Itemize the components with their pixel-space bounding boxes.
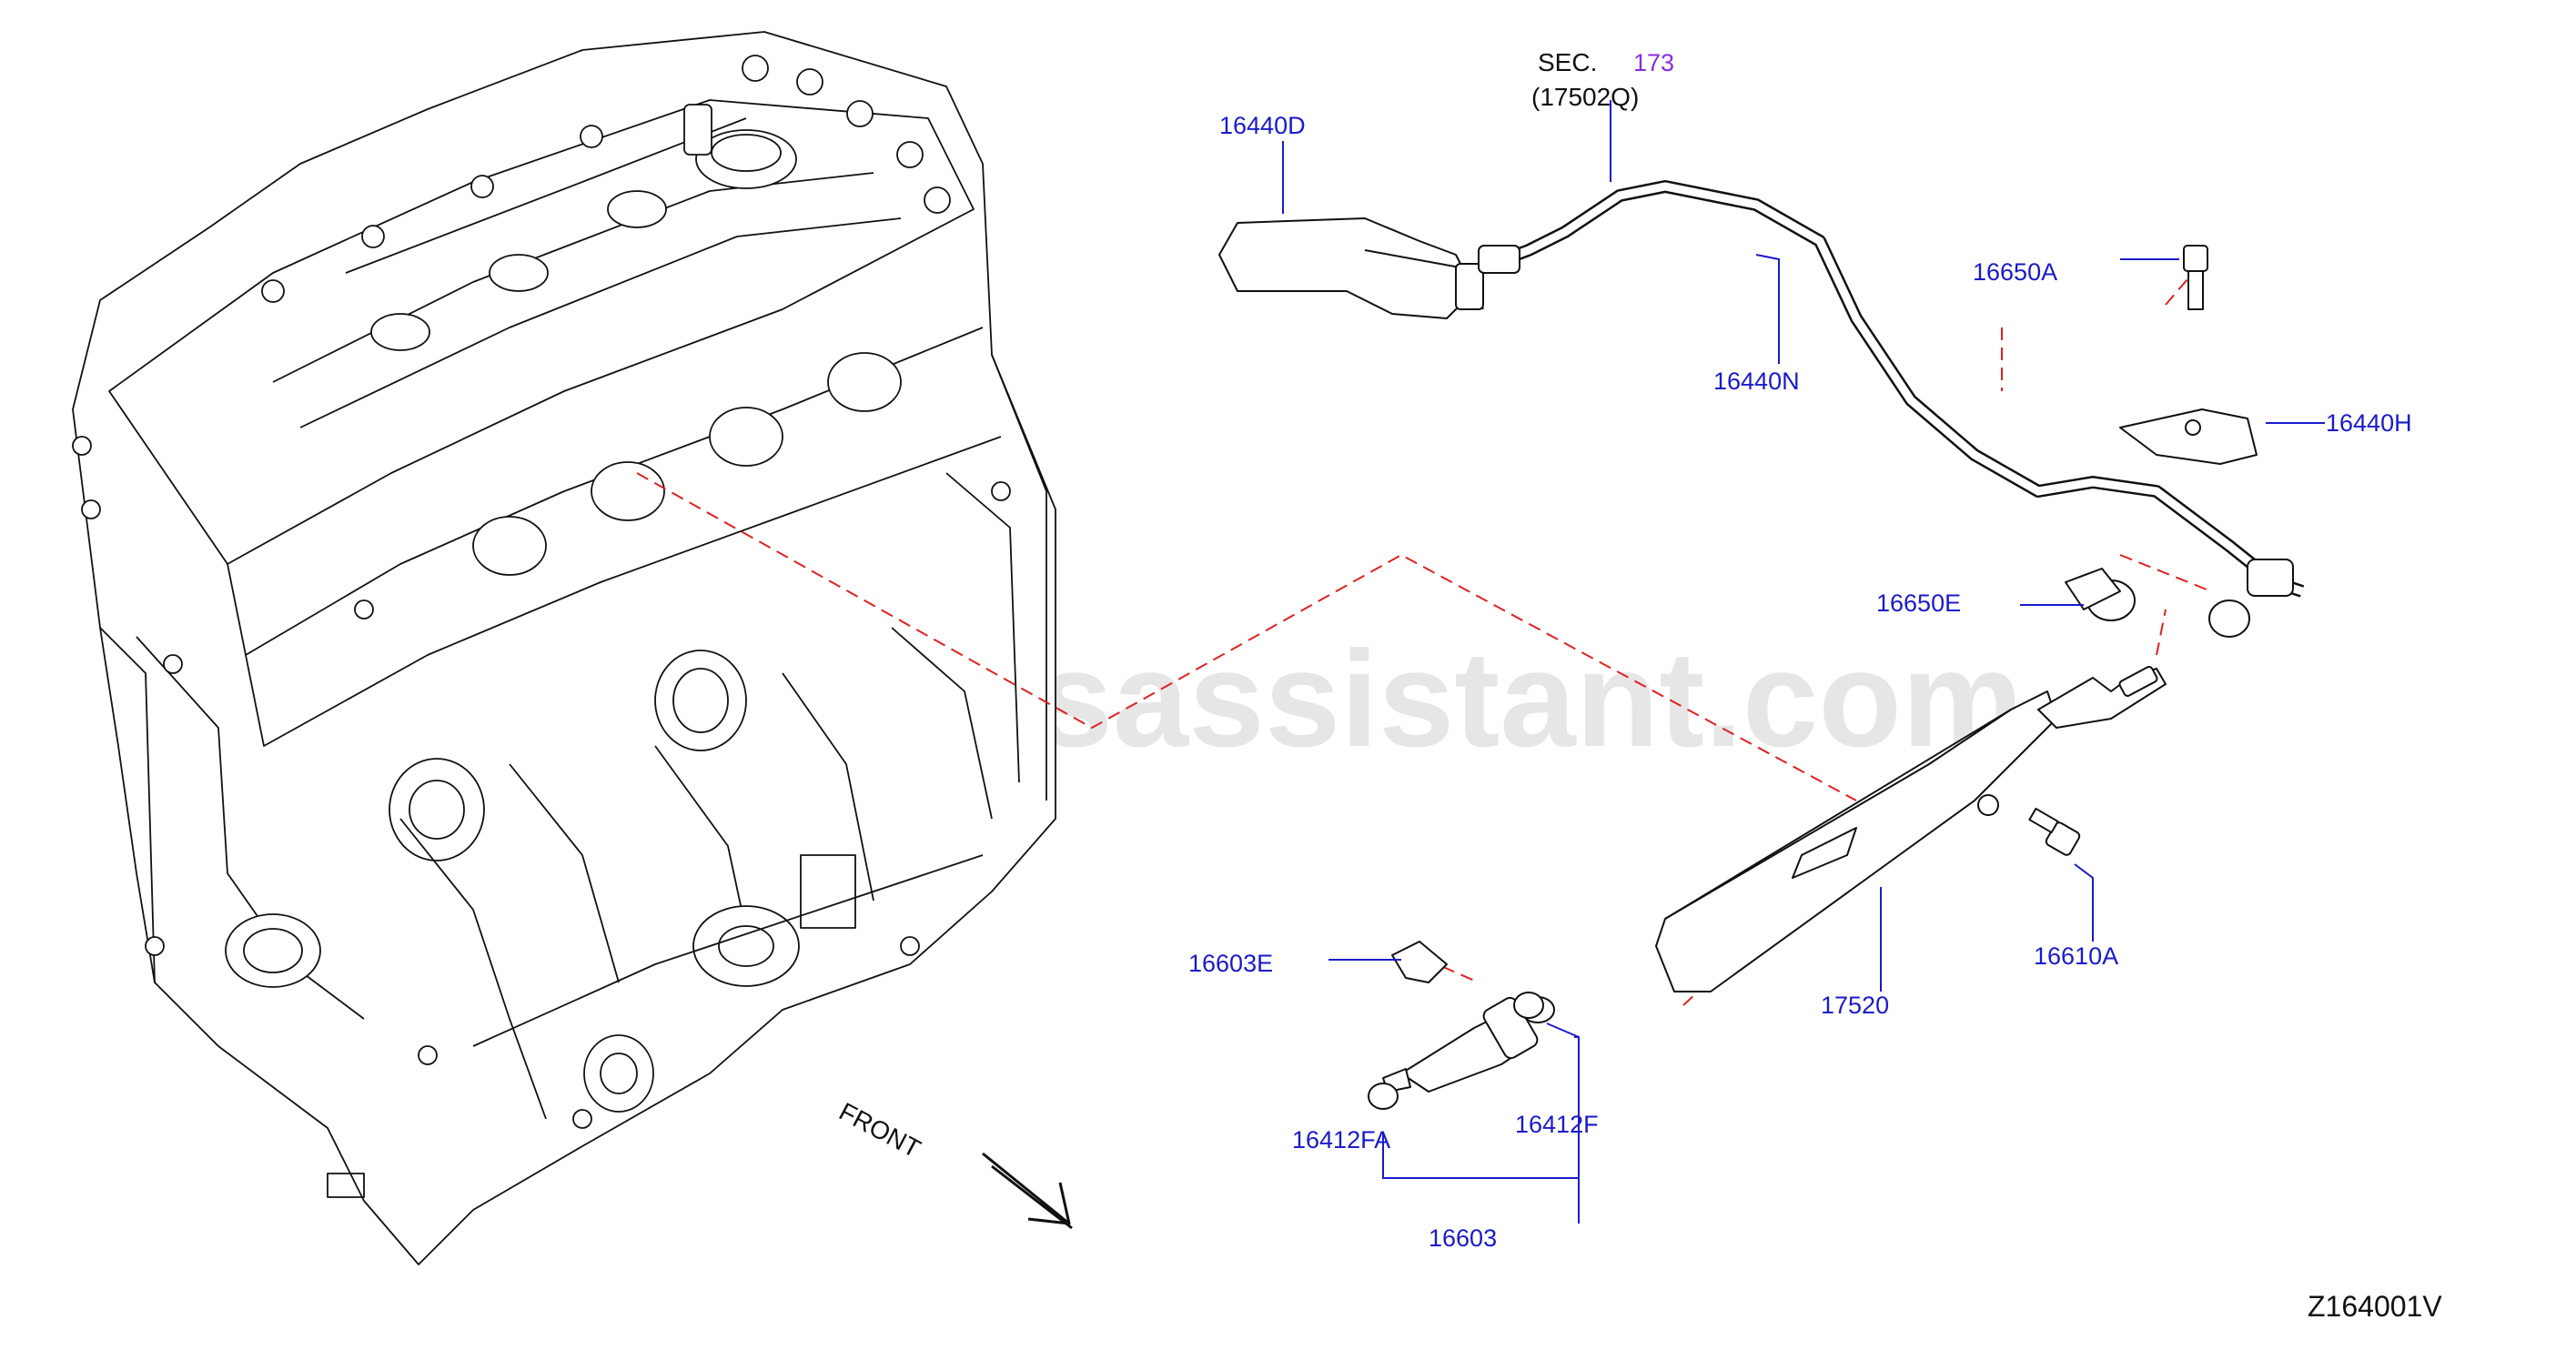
clip-16603e [1391, 941, 1448, 983]
front-arrow-icon [982, 1152, 1073, 1230]
callout-leader-lines [1282, 100, 2325, 1224]
quick-connector-16440d [1218, 217, 1484, 319]
clip-16650e [2065, 568, 2136, 621]
callout-16440n[interactable]: 16440N [1713, 368, 1800, 395]
callout-16603[interactable]: 16603 [1429, 1224, 1497, 1252]
o-ring-16412f [1513, 992, 1544, 1019]
callout-16440h[interactable]: 16440H [2326, 409, 2412, 437]
callout-16412fa[interactable]: 16412FA [1292, 1126, 1390, 1154]
figure-code: Z164001V [2308, 1290, 2442, 1323]
callout-17520[interactable]: 17520 [1821, 992, 1889, 1019]
fuel-hose-16440n [1478, 180, 2305, 598]
callout-16650e[interactable]: 16650E [1876, 589, 1961, 617]
bolt-16610a [2028, 807, 2081, 856]
hose-end-seal [2208, 599, 2250, 638]
engine-assembly-illustration [72, 31, 1056, 1265]
callout-16412f[interactable]: 16412F [1515, 1111, 1599, 1138]
section-sub-label: (17502Q) [1531, 83, 1639, 111]
callout-16440d[interactable]: 16440D [1219, 112, 1306, 139]
o-ring-16412fa [1368, 1083, 1399, 1110]
callout-16650a[interactable]: 16650A [1973, 258, 2057, 286]
bracket-16440h [2119, 408, 2258, 465]
section-number-link[interactable]: 173 [1633, 49, 1674, 76]
callout-16610a[interactable]: 16610A [2034, 942, 2118, 970]
fuel-rail-17520 [1655, 666, 2167, 992]
front-label: FRONT [834, 1097, 925, 1164]
bolt-16650a [2183, 245, 2208, 310]
callout-16603e[interactable]: 16603E [1188, 950, 1273, 977]
section-label: SEC. [1538, 48, 1597, 76]
